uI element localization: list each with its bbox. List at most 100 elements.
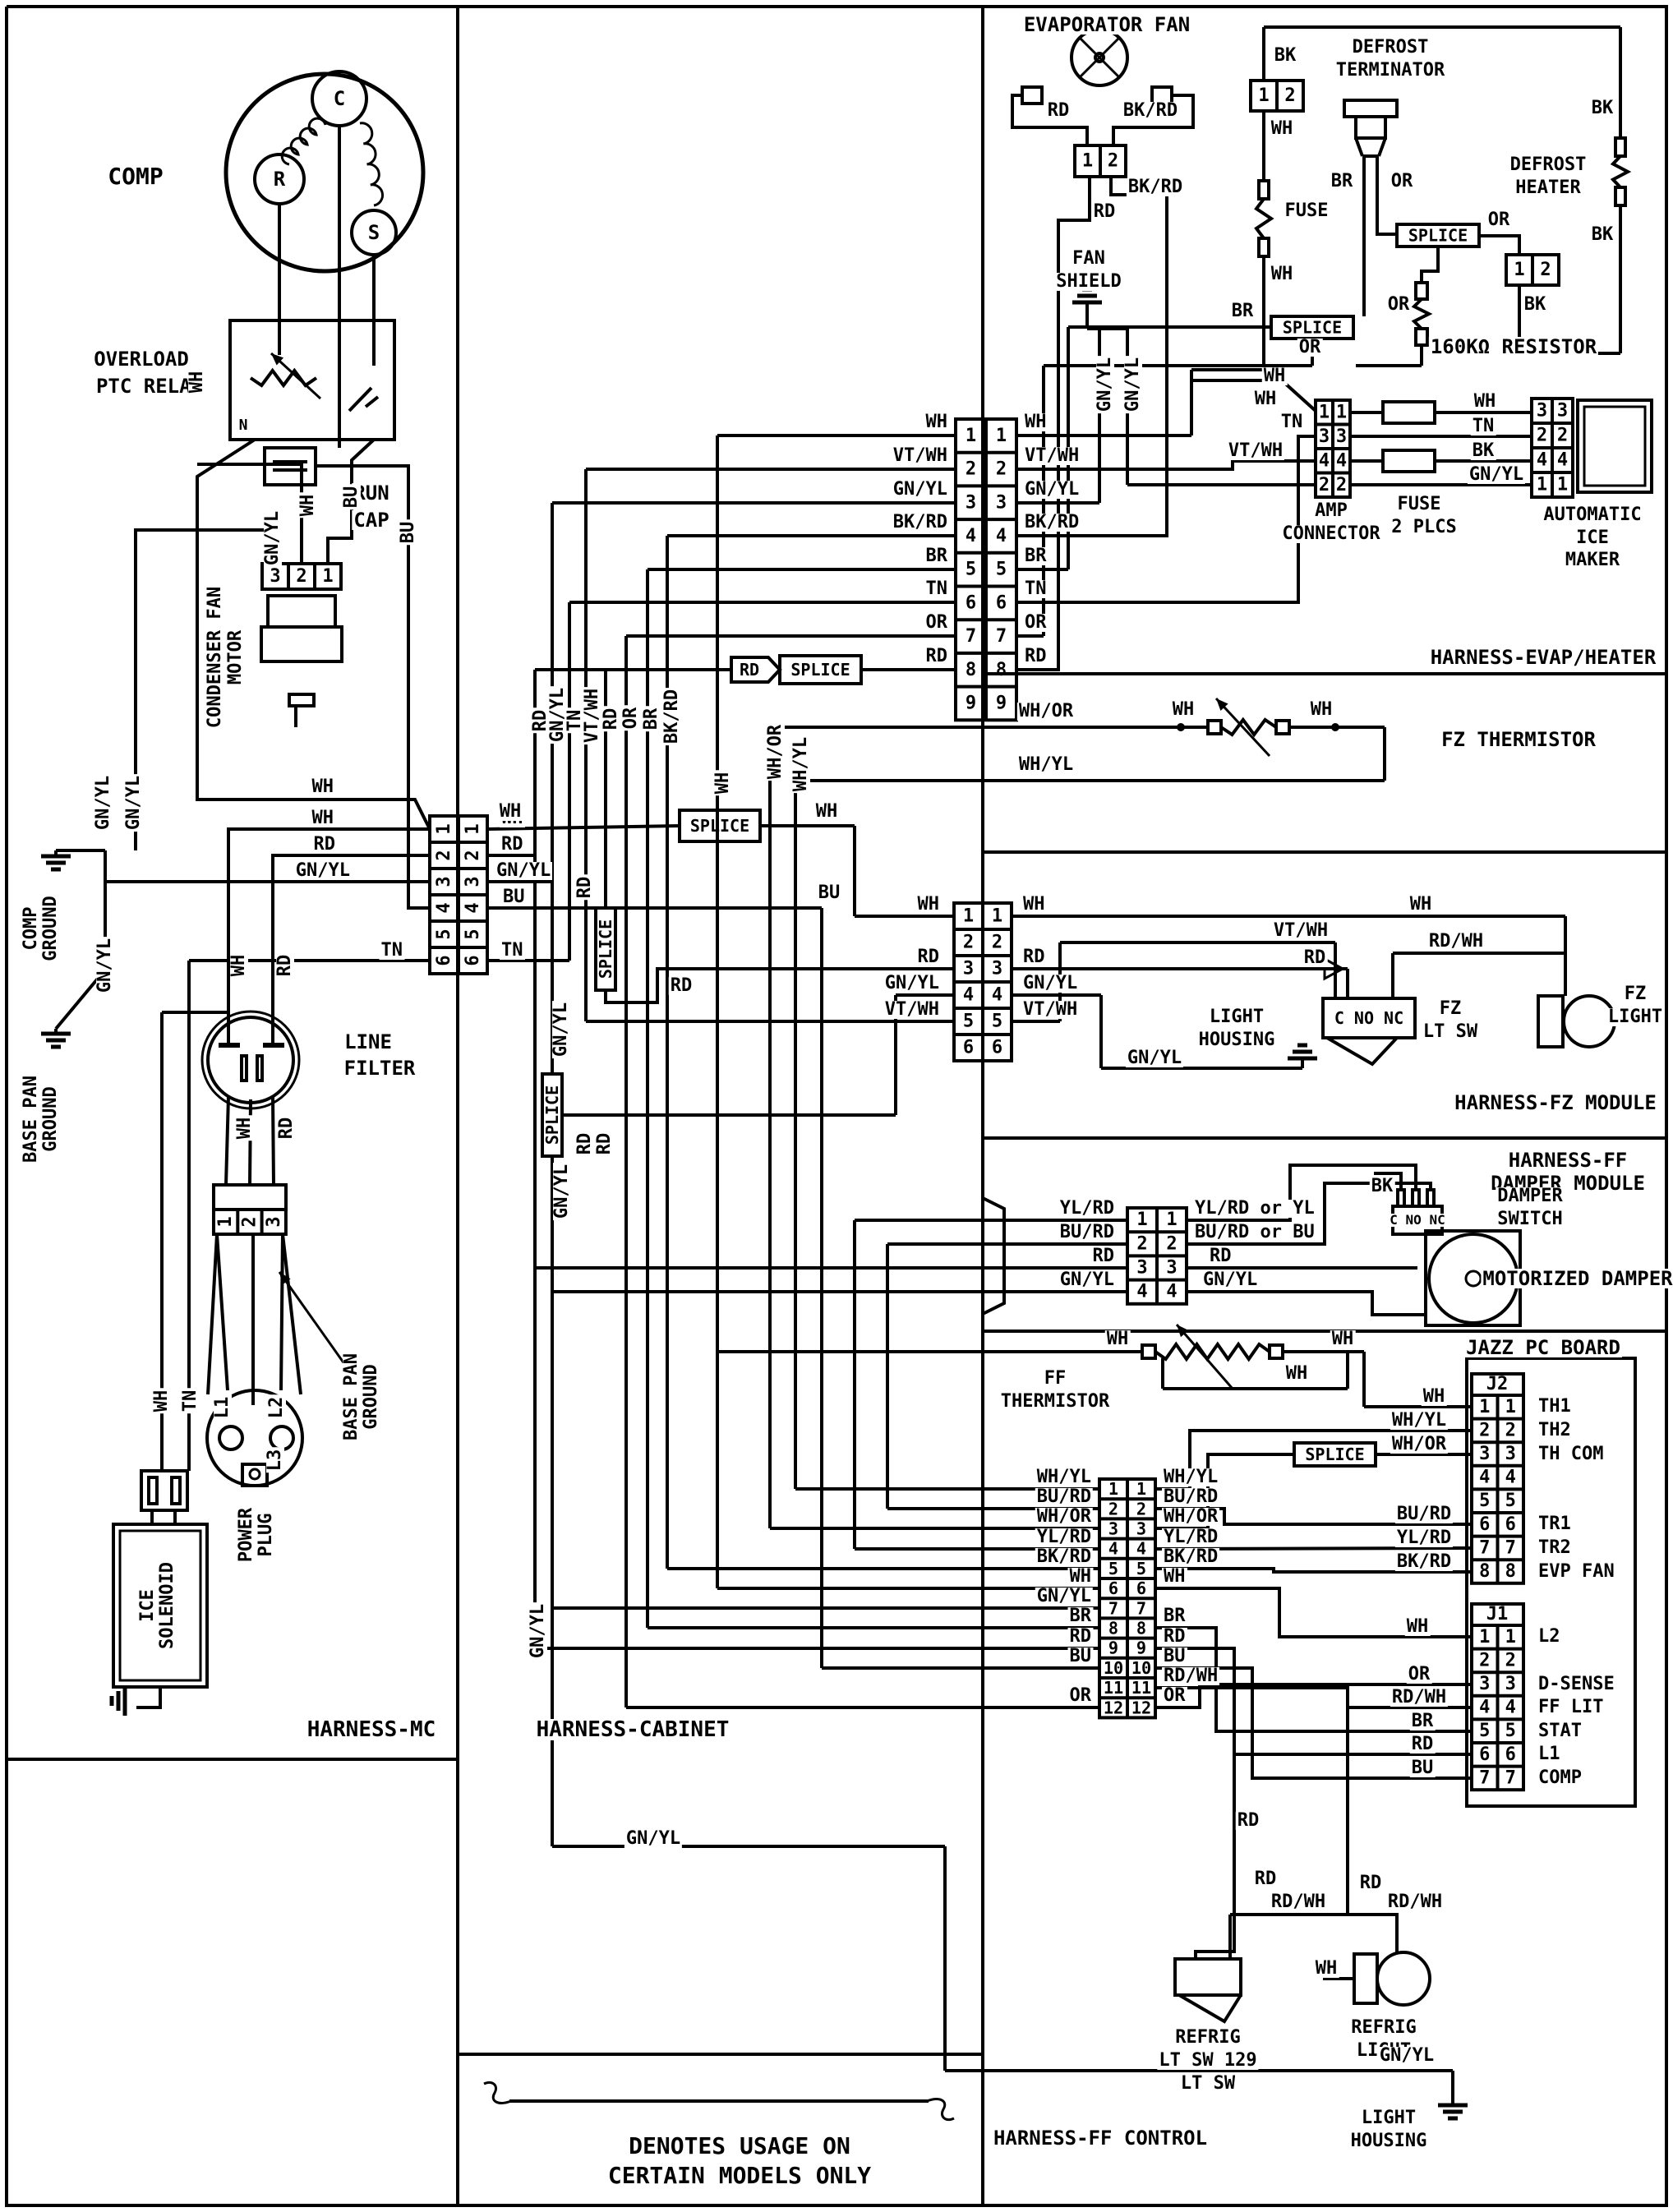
wire-label: RD [924,646,949,666]
pin-number: 3 [966,492,976,513]
comp-label: COMP [106,163,165,190]
pin-number: 6 [966,592,976,613]
harness-ff-title: HARNESS-FF CONTROL [991,2127,1210,2150]
comp-ground-label: COMP [21,905,41,952]
wire-label: TN [180,1388,200,1414]
pin-number: 2 [1505,1650,1516,1671]
pin-number: 8 [1479,1561,1490,1582]
wire-label: WH [1284,1363,1310,1384]
pin-number: 7 [1505,1767,1516,1788]
pin-number: 4 [992,985,1002,1006]
pin-number: 2 [963,933,974,953]
wire-label: WH [1404,1616,1431,1637]
basepan-ground-label: BASE PAN [21,1074,41,1164]
wire-label: OR [1067,1685,1093,1706]
wire-label: RD [1067,1626,1093,1647]
comp-terminal-c: C [331,87,348,110]
pin-number: 9 [966,693,976,713]
wire-label: GN/YL [94,936,115,995]
pin-number: 4 [1505,1698,1516,1718]
j1-header: J1 [1484,1604,1510,1624]
ff-thermistor-label: FF [1042,1368,1068,1389]
wire-label: RD/WH [1426,931,1486,952]
wire-label: VT/WH [582,686,602,745]
pin-number: 8 [966,660,976,680]
wire-label: RD [1045,100,1072,121]
pin-number: 7 [1479,1537,1490,1558]
wire-label: OR [1406,1664,1432,1684]
pin-number: 1 [434,823,454,834]
wire-label: VT/WH [891,445,949,466]
pin-number: 6 [1479,1514,1490,1535]
wire-label: BK/RD [1023,512,1081,532]
pin-number: 3 [270,566,280,587]
pin-number: 2 [996,459,1007,480]
wire-label: BU [501,887,527,907]
pin-function: EVP FAN [1537,1561,1616,1582]
wire-label: BK [1589,224,1615,245]
pin-number: 5 [434,929,454,939]
wire-label: OR [1389,171,1415,191]
pin-number: 3 [1479,1674,1490,1694]
pin-number: 7 [996,626,1007,647]
wire-label: GN/YL [495,860,553,881]
wire-label: TN [500,940,525,961]
wire-label: OR [620,705,641,731]
fz-light-label2: LIGHT [1606,1007,1665,1027]
pin-number: 4 [1479,1468,1490,1488]
pin-number: 2 [1136,1499,1146,1518]
pin-number: 7 [966,626,976,647]
splice-vert-rd: SPLICE [596,919,615,979]
pin-function: TR1 [1537,1514,1573,1534]
evap-fan-label: EVAPORATOR FAN [1021,13,1192,36]
ff-thermistor-label2: THERMISTOR [998,1391,1112,1412]
wire-label: YL/RD [1394,1528,1454,1548]
pin-number: 3 [1336,426,1347,447]
pin-number: 8 [1136,1619,1146,1638]
damper-switch-contacts: C NO NC [1388,1212,1447,1228]
pin-number: 2 [1108,151,1118,172]
pin-number: 2 [296,566,306,587]
wire-label: RD/WH [1390,1687,1449,1707]
pin-number: 4 [1108,1539,1118,1559]
wire-label: RD [574,1131,595,1157]
defrost-terminator-label2: TERMINATOR [1334,60,1447,81]
pin-number: 10 [1131,1658,1151,1678]
wire-label: BU/RD [1058,1222,1116,1242]
wire-label: GN/YL [551,1000,571,1059]
pin-number: 4 [963,985,974,1006]
pin-number: 6 [992,1038,1002,1058]
pin-number: 2 [1108,1499,1118,1518]
pin-function: L2 [1537,1626,1562,1647]
wire-label: BK [1470,440,1496,461]
pin-function: COMP [1537,1767,1583,1788]
splice-9pin-rd: SPLICE [790,660,850,680]
wire-label: WH [915,894,941,915]
plug-l1: L1 [212,1394,233,1421]
wire-label: OR [1297,337,1323,357]
pin-number: 2 [1136,1233,1147,1254]
pin-number: 6 [1479,1744,1490,1765]
wire-label: BK/RD [1162,1546,1220,1567]
wire-label: GN/YL [1023,479,1081,500]
pin-number: 2 [1336,475,1347,495]
pin-number: 3 [992,959,1002,979]
wire-label: OR [1486,210,1512,230]
pin-number: 2 [1284,85,1295,106]
pin-number: 2 [1479,1420,1490,1440]
wire-label: RD [276,1115,297,1141]
pin-number: 3 [434,876,454,887]
wire-label: WH [1313,1958,1339,1979]
wire-label: WH [712,770,733,796]
comp-terminal-s: S [366,221,382,244]
pin-function: TH2 [1537,1420,1573,1440]
wire-label: WH [234,1115,255,1141]
pin-number: 4 [1557,450,1568,471]
wire-label: GN/YL [624,1828,683,1849]
damper-switch-label: DAMPER [1496,1186,1565,1206]
pin-function: L1 [1537,1744,1562,1764]
splice-evap-lower: SPLICE [1283,318,1342,338]
refrig-switch-label: REFRIG [1173,2027,1242,2048]
defrost-heater-label: DEFROST [1508,154,1588,175]
wire-label: OR [1385,294,1412,315]
